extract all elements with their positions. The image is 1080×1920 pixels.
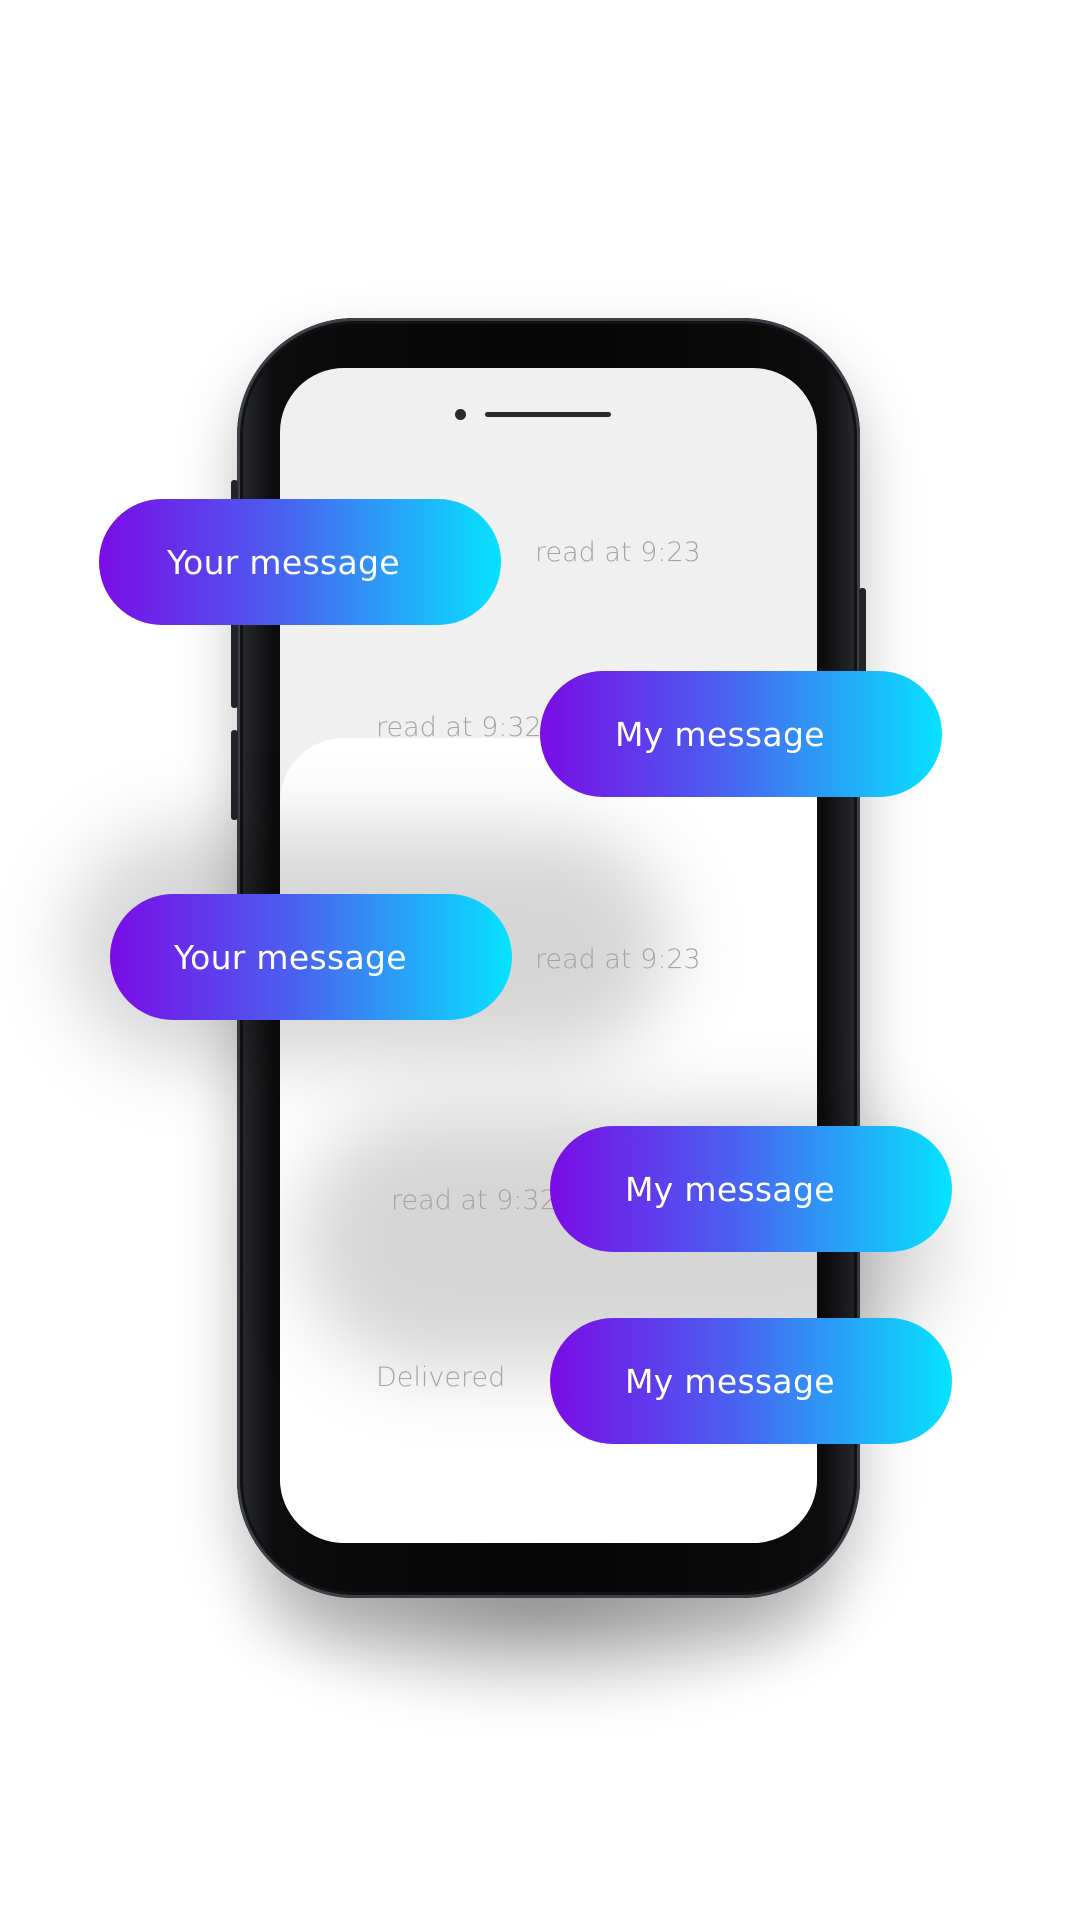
- incoming-message-bubble[interactable]: Your message: [110, 894, 512, 1020]
- power-button: [859, 588, 866, 738]
- message-text: My message: [625, 1361, 835, 1401]
- message-status: read at 9:32: [391, 1185, 557, 1216]
- outgoing-message-bubble[interactable]: My message: [540, 671, 942, 797]
- message-status: read at 9:32: [376, 712, 542, 743]
- volume-down-button: [231, 730, 238, 820]
- front-camera-icon: [455, 409, 466, 420]
- message-status: Delivered: [376, 1362, 506, 1393]
- message-text: My message: [615, 714, 825, 754]
- incoming-message-bubble[interactable]: Your message: [99, 499, 501, 625]
- message-text: Your message: [174, 937, 407, 977]
- message-status: read at 9:23: [535, 537, 701, 568]
- outgoing-message-bubble[interactable]: My message: [550, 1126, 952, 1252]
- message-text: Your message: [167, 542, 400, 582]
- earpiece-speaker-icon: [485, 412, 611, 417]
- volume-up-button: [231, 618, 238, 708]
- outgoing-message-bubble[interactable]: My message: [550, 1318, 952, 1444]
- message-text: My message: [625, 1169, 835, 1209]
- message-status: read at 9:23: [535, 944, 701, 975]
